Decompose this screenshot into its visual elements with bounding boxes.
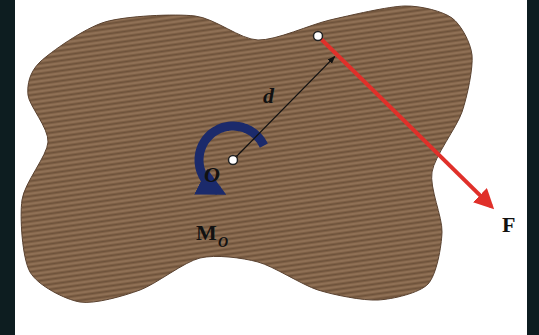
distance-line bbox=[238, 57, 335, 155]
point-o bbox=[229, 156, 238, 165]
frame-bar bbox=[527, 0, 539, 335]
point-label: O bbox=[204, 164, 220, 186]
moment-arrow bbox=[199, 126, 264, 191]
moment-subscript: O bbox=[218, 236, 228, 250]
force-arrow bbox=[318, 36, 491, 206]
frame-bar bbox=[0, 0, 15, 335]
distance-label: d bbox=[261, 85, 276, 107]
rigid-body bbox=[21, 6, 472, 302]
force-label: F bbox=[502, 214, 515, 236]
moment-label: M bbox=[196, 222, 217, 244]
application-point bbox=[314, 32, 323, 41]
